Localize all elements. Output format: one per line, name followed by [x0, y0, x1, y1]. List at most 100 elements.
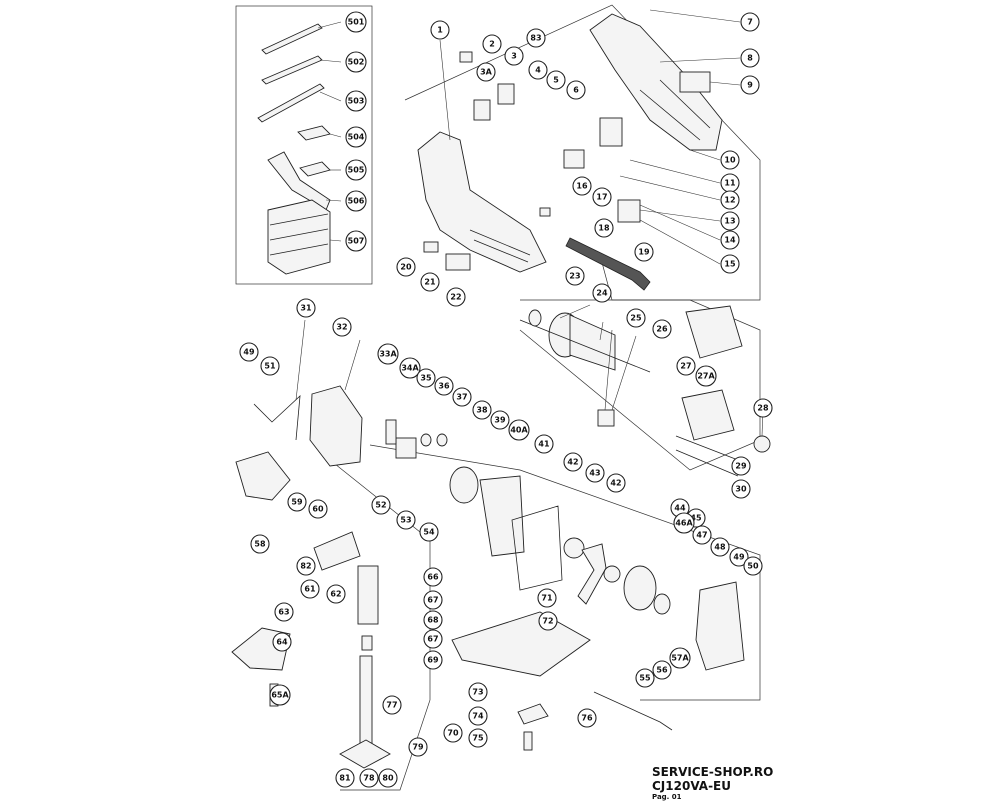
- part-label-text: 58: [254, 540, 266, 549]
- gear-cover-icon: [309, 385, 363, 467]
- part-label-text: 77: [386, 701, 397, 710]
- accessories-frame: [235, 5, 373, 285]
- part-label-62: 62: [326, 584, 346, 604]
- part-label-text: 30: [735, 485, 747, 494]
- part-label-13: 13: [720, 211, 740, 231]
- part-label-81: 81: [335, 768, 355, 788]
- part-label-56: 56: [652, 660, 672, 680]
- part-label-text: 23: [569, 272, 580, 281]
- part-label-text: 34A: [401, 364, 419, 373]
- part-label-text: 27: [680, 362, 691, 371]
- part-label-504: 504: [345, 126, 367, 148]
- part-label-text: 41: [538, 440, 550, 449]
- part-label-57A: 57A: [669, 647, 691, 669]
- part-label-text: 71: [541, 594, 553, 603]
- handle-housing-icon: [417, 131, 547, 273]
- sleeve-16-icon: [539, 207, 551, 217]
- part-label-text: 3A: [480, 68, 493, 77]
- part-label-text: 50: [747, 562, 759, 571]
- armature-icon: [519, 312, 651, 373]
- guide-plate-40a-icon: [479, 475, 525, 557]
- part-label-text: 65A: [271, 691, 289, 700]
- part-label-text: 46A: [675, 519, 693, 528]
- part-label-16: 16: [572, 176, 592, 196]
- power-cord-icon: [565, 237, 651, 291]
- part-label-11: 11: [720, 173, 740, 193]
- terminal-2-icon: [459, 51, 473, 63]
- part-label-32: 32: [332, 317, 352, 337]
- part-label-25: 25: [626, 308, 646, 328]
- bolt-75-icon: [523, 731, 533, 751]
- part-label-76: 76: [577, 708, 597, 728]
- part-label-text: 1: [437, 26, 443, 35]
- part-label-34A: 34A: [399, 357, 421, 379]
- part-label-14: 14: [720, 230, 740, 250]
- part-label-text: 35: [420, 374, 432, 383]
- bushing-67-icon: [361, 635, 373, 651]
- washer-45-icon: [653, 593, 671, 615]
- part-label-17: 17: [592, 187, 612, 207]
- part-label-text: 17: [596, 193, 607, 202]
- part-label-42: 42: [606, 473, 626, 493]
- leader-lines: [295, 9, 764, 437]
- washer-42-icon: [563, 537, 585, 559]
- part-label-text: 32: [336, 323, 347, 332]
- washer-74-icon: [517, 703, 549, 725]
- part-label-19: 19: [634, 242, 654, 262]
- part-label-58: 58: [250, 534, 270, 554]
- roller-support-82-icon: [313, 531, 361, 571]
- part-label-text: 63: [278, 608, 289, 617]
- bearing-28-icon: [753, 435, 771, 453]
- part-label-text: 10: [724, 156, 736, 165]
- part-label-65A: 65A: [269, 684, 291, 706]
- part-label-23: 23: [565, 266, 585, 286]
- label-22-icon: [445, 253, 471, 271]
- part-label-51: 51: [260, 356, 280, 376]
- part-label-3A: 3A: [476, 62, 496, 82]
- part-label-text: 506: [348, 197, 365, 206]
- part-label-82: 82: [296, 556, 316, 576]
- part-label-29: 29: [731, 456, 751, 476]
- part-label-68: 68: [423, 610, 443, 630]
- part-label-text: 38: [476, 406, 488, 415]
- part-label-text: 51: [264, 362, 276, 371]
- part-label-text: 55: [639, 674, 651, 683]
- part-label-text: 29: [735, 462, 747, 471]
- footer-site: SERVICE-SHOP.RO: [652, 765, 774, 779]
- holder-33a-icon: [385, 419, 397, 445]
- part-label-48: 48: [710, 537, 730, 557]
- part-label-61: 61: [300, 579, 320, 599]
- part-label-12: 12: [720, 190, 740, 210]
- part-label-text: 11: [724, 179, 736, 188]
- part-label-text: 56: [656, 666, 668, 675]
- brush-holder-icon: [597, 409, 615, 427]
- part-label-38: 38: [472, 400, 492, 420]
- part-label-text: 66: [427, 573, 439, 582]
- part-label-text: 82: [300, 562, 311, 571]
- motor-assembly-frame: [519, 299, 761, 471]
- part-label-49: 49: [239, 342, 259, 362]
- part-label-53: 53: [396, 510, 416, 530]
- part-label-text: 8: [747, 54, 753, 63]
- part-label-text: 68: [427, 616, 439, 625]
- gear-44-icon: [623, 565, 657, 611]
- gear-case-48-icon: [695, 581, 745, 671]
- part-label-507: 507: [345, 230, 367, 252]
- part-label-text: 80: [382, 774, 394, 783]
- part-label-text: 502: [348, 58, 365, 67]
- part-label-27: 27: [676, 356, 696, 376]
- part-label-30: 30: [731, 479, 751, 499]
- part-label-text: 47: [696, 531, 707, 540]
- part-label-text: 57A: [671, 654, 689, 663]
- part-label-text: 43: [589, 469, 600, 478]
- switch-icon: [563, 149, 585, 169]
- part-label-text: 25: [630, 314, 642, 323]
- hex-wrench-76-icon: [593, 691, 673, 731]
- part-label-text: 7: [747, 18, 753, 27]
- part-label-6: 6: [566, 80, 586, 100]
- spring-31-icon: [253, 394, 301, 441]
- part-label-506: 506: [345, 190, 367, 212]
- part-label-text: 22: [450, 293, 461, 302]
- part-label-21: 21: [420, 272, 440, 292]
- part-label-text: 2: [489, 40, 495, 49]
